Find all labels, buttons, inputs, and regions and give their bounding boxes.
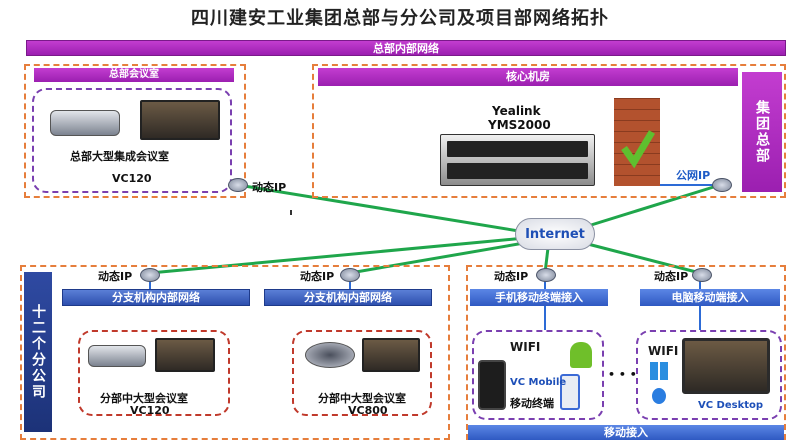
- pc-device-box: [636, 330, 782, 420]
- apple-icon: [652, 388, 666, 404]
- conference-phone-icon: [305, 342, 355, 368]
- phone-app-desc: 移动终端: [510, 397, 554, 410]
- vc120-device-icon: [50, 110, 120, 136]
- branch2-model: VC800: [348, 404, 388, 417]
- wifi-icon: WIFI: [648, 344, 678, 358]
- pc-access-bar: 电脑移动端接入: [640, 289, 780, 306]
- line-hq-internet: [237, 183, 526, 234]
- vc120-device-icon: [88, 345, 146, 367]
- phone-app-name: VC Mobile: [510, 377, 567, 388]
- branch2-network-bar-label: 分支机构内部网络: [304, 291, 392, 304]
- page-title: 四川建安工业集团总部与分公司及项目部网络拓扑: [191, 8, 609, 29]
- server-model: YMS2000: [488, 118, 551, 132]
- branch1-model: VC120: [130, 404, 170, 417]
- phone-device-box: [472, 330, 604, 420]
- phone-access-bar: 手机移动终端接入: [470, 289, 608, 306]
- laptop-icon: [682, 338, 770, 394]
- internet-cloud-icon: Internet: [515, 218, 595, 250]
- hq-dynamic-ip: 动态IP: [252, 181, 287, 194]
- apple-phone-icon: [560, 374, 580, 410]
- router-icon: [340, 268, 360, 282]
- video-screen-icon: [362, 338, 420, 372]
- branch2-room-label: 分部中大型会议室: [318, 392, 406, 405]
- branch1-network-bar: 分支机构内部网络: [62, 289, 250, 306]
- public-ip: 公网IP: [676, 169, 711, 182]
- mobile-access-bar: 移动接入: [468, 425, 784, 440]
- hq-meeting-area: [24, 64, 246, 198]
- smartphone-icon: [478, 360, 506, 410]
- hq-side-label: 集团总部: [754, 100, 770, 164]
- branch1-network-bar-label: 分支机构内部网络: [112, 291, 200, 304]
- branch-side-label: 十二个分公司: [30, 304, 46, 400]
- phone-access-bar-label: 手机移动终端接入: [495, 291, 583, 304]
- video-screen-icon: [140, 100, 220, 140]
- branch2-room-box: [292, 330, 432, 416]
- branch-side-label-bar: 十二个分公司: [24, 272, 52, 432]
- hq-network-bar: 总部内部网络: [26, 40, 786, 56]
- hq-side-label-bar: 集团总部: [742, 72, 782, 192]
- line-pc-internet: [579, 240, 701, 275]
- ellipsis: • • •: [608, 368, 637, 381]
- branch2-network-bar: 分支机构内部网络: [264, 289, 432, 306]
- line-branch1-internet: [149, 236, 526, 275]
- pc-wifi-label: WIFI: [648, 344, 679, 358]
- branch1-room-label: 分部中大型会议室: [100, 392, 188, 405]
- line-branch2-internet: [349, 240, 531, 275]
- hq-meeting-room-box: [32, 88, 232, 193]
- hq-meeting-bar-label: 总部会议室: [109, 69, 159, 80]
- core-room-bar-label: 核心机房: [506, 70, 550, 83]
- branch2-dynamic-ip: 动态IP: [300, 270, 335, 283]
- router-icon: [228, 178, 248, 192]
- pc-access-bar-label: 电脑移动端接入: [671, 291, 749, 304]
- server-rack-icon: [440, 134, 595, 186]
- pc-dynamic-ip: 动态IP: [654, 270, 689, 283]
- server-brand: Yealink: [492, 104, 541, 118]
- router-icon: [536, 268, 556, 282]
- mobile-access-bar-label: 移动接入: [604, 426, 648, 439]
- hq-meeting-device-label: 总部大型集成会议室: [70, 150, 169, 163]
- branch-area: [20, 265, 450, 440]
- hq-meeting-device-model: VC120: [112, 172, 152, 185]
- hq-meeting-bar: 总部会议室: [34, 68, 234, 82]
- line-core-internet: [574, 183, 721, 232]
- router-icon: [712, 178, 732, 192]
- firewall-icon: [614, 98, 660, 186]
- hq-network-bar-label: 总部内部网络: [373, 42, 439, 55]
- internet-label: Internet: [525, 226, 585, 242]
- phone-dynamic-ip: 动态IP: [494, 270, 529, 283]
- windows-icon: [650, 362, 668, 380]
- wifi-icon: WIFI: [510, 340, 540, 354]
- core-room-bar: 核心机房: [318, 68, 738, 86]
- video-screen-icon: [155, 338, 215, 372]
- stray-mark: [290, 210, 292, 215]
- branch1-dynamic-ip: 动态IP: [98, 270, 133, 283]
- android-icon: [570, 342, 592, 368]
- pc-app-name: VC Desktop: [698, 400, 764, 411]
- branch1-room-box: [78, 330, 230, 416]
- phone-wifi-label: WIFI: [510, 340, 541, 354]
- router-icon: [692, 268, 712, 282]
- router-icon: [140, 268, 160, 282]
- core-room-area: [312, 64, 786, 198]
